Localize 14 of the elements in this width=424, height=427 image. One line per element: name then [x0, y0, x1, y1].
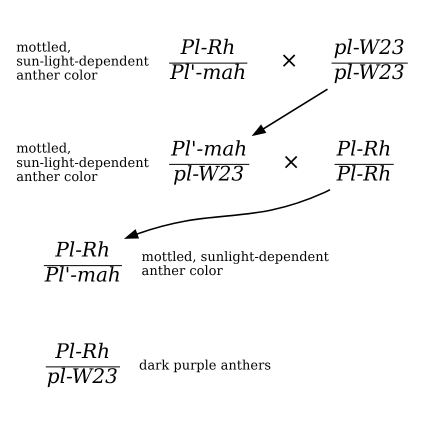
node-label: mottled, sun-light-dependent anther color — [16, 141, 149, 184]
node-text: Pl-Rh Pl-Rh — [336, 136, 392, 185]
node-text: Pl'-mah pl-W23 — [171, 136, 248, 185]
node-text: Pl-Rh pl-W23 — [46, 338, 118, 388]
node-label: mottled, sunlight-dependent anther color — [142, 250, 329, 279]
arrow — [252, 88, 328, 136]
node-text: pl-W23 pl-W23 — [334, 34, 405, 84]
label: × — [280, 48, 298, 74]
node-text: Pl-Rh Pl'-mah — [44, 237, 121, 286]
label: × — [282, 149, 300, 174]
node-label: dark purple anthers — [139, 358, 272, 373]
arrow — [124, 188, 330, 238]
node-label: mottled, sun-light-dependent anther color — [16, 40, 149, 84]
node-text: Pl-Rh Pl'-mah — [170, 34, 246, 84]
